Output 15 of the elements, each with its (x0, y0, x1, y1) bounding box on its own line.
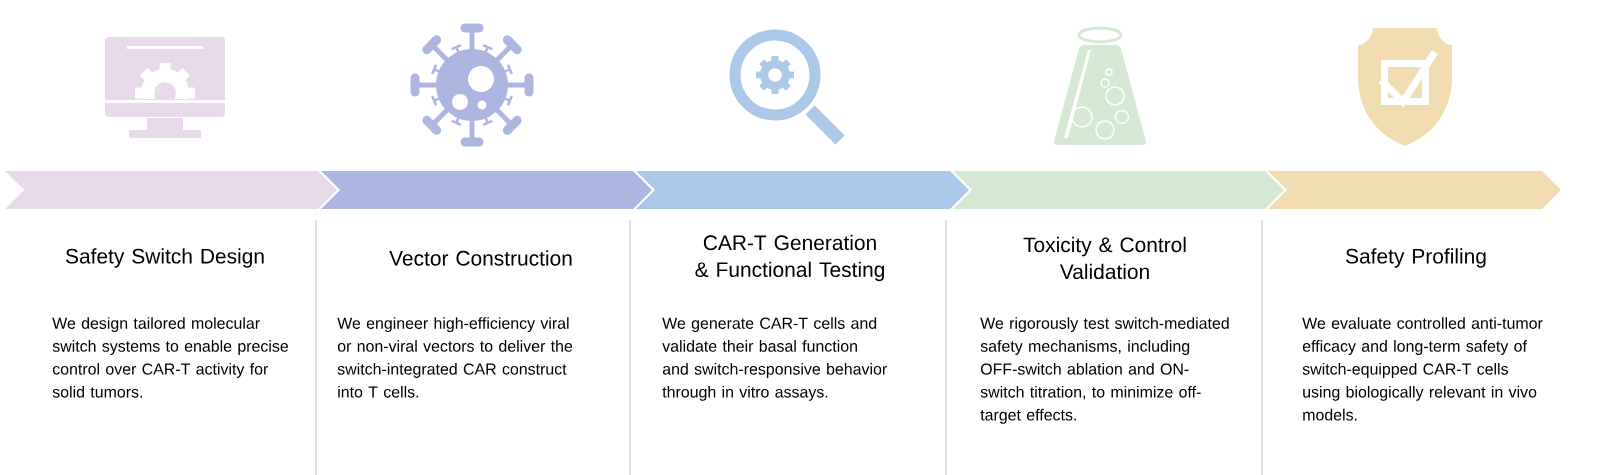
step-heading: CAR-T Generation & Functional Testing (695, 234, 884, 282)
step-description: We generate CAR-T cells and validate their basal function and switch-responsive behavior through in vitro assays. (662, 317, 887, 401)
chevron-band (1268, 171, 1561, 209)
chevron-band (636, 171, 969, 209)
step-heading: Safety Switch Design (65, 248, 264, 268)
step-heading: Safety Profiling (1346, 248, 1486, 268)
chevron-band (321, 171, 652, 209)
step-heading: Toxicity & Control Validation (1023, 236, 1186, 280)
step-description: We evaluate controlled anti-tumor efficacy and long-term safety of switch-equipped CAR-T cells using biologically relevant in vivo models. (1302, 317, 1543, 421)
chevron-band (953, 171, 1284, 209)
step-description: We design tailored molecular switch systems to enable precise control over CAR-T activity for solid tumors. (52, 317, 288, 398)
step-description: We rigorously test switch-mediated safety mechanisms, including OFF-switch ablation and ON-switch titration, to minimize off-target effects. (980, 317, 1229, 424)
step-description: We engineer high-efficiency viral or non-viral vectors to deliver the switch-integrated CAR construct into T cells. (337, 317, 573, 398)
chevron-band (5, 171, 337, 209)
step-heading: Vector Construction (389, 250, 572, 266)
